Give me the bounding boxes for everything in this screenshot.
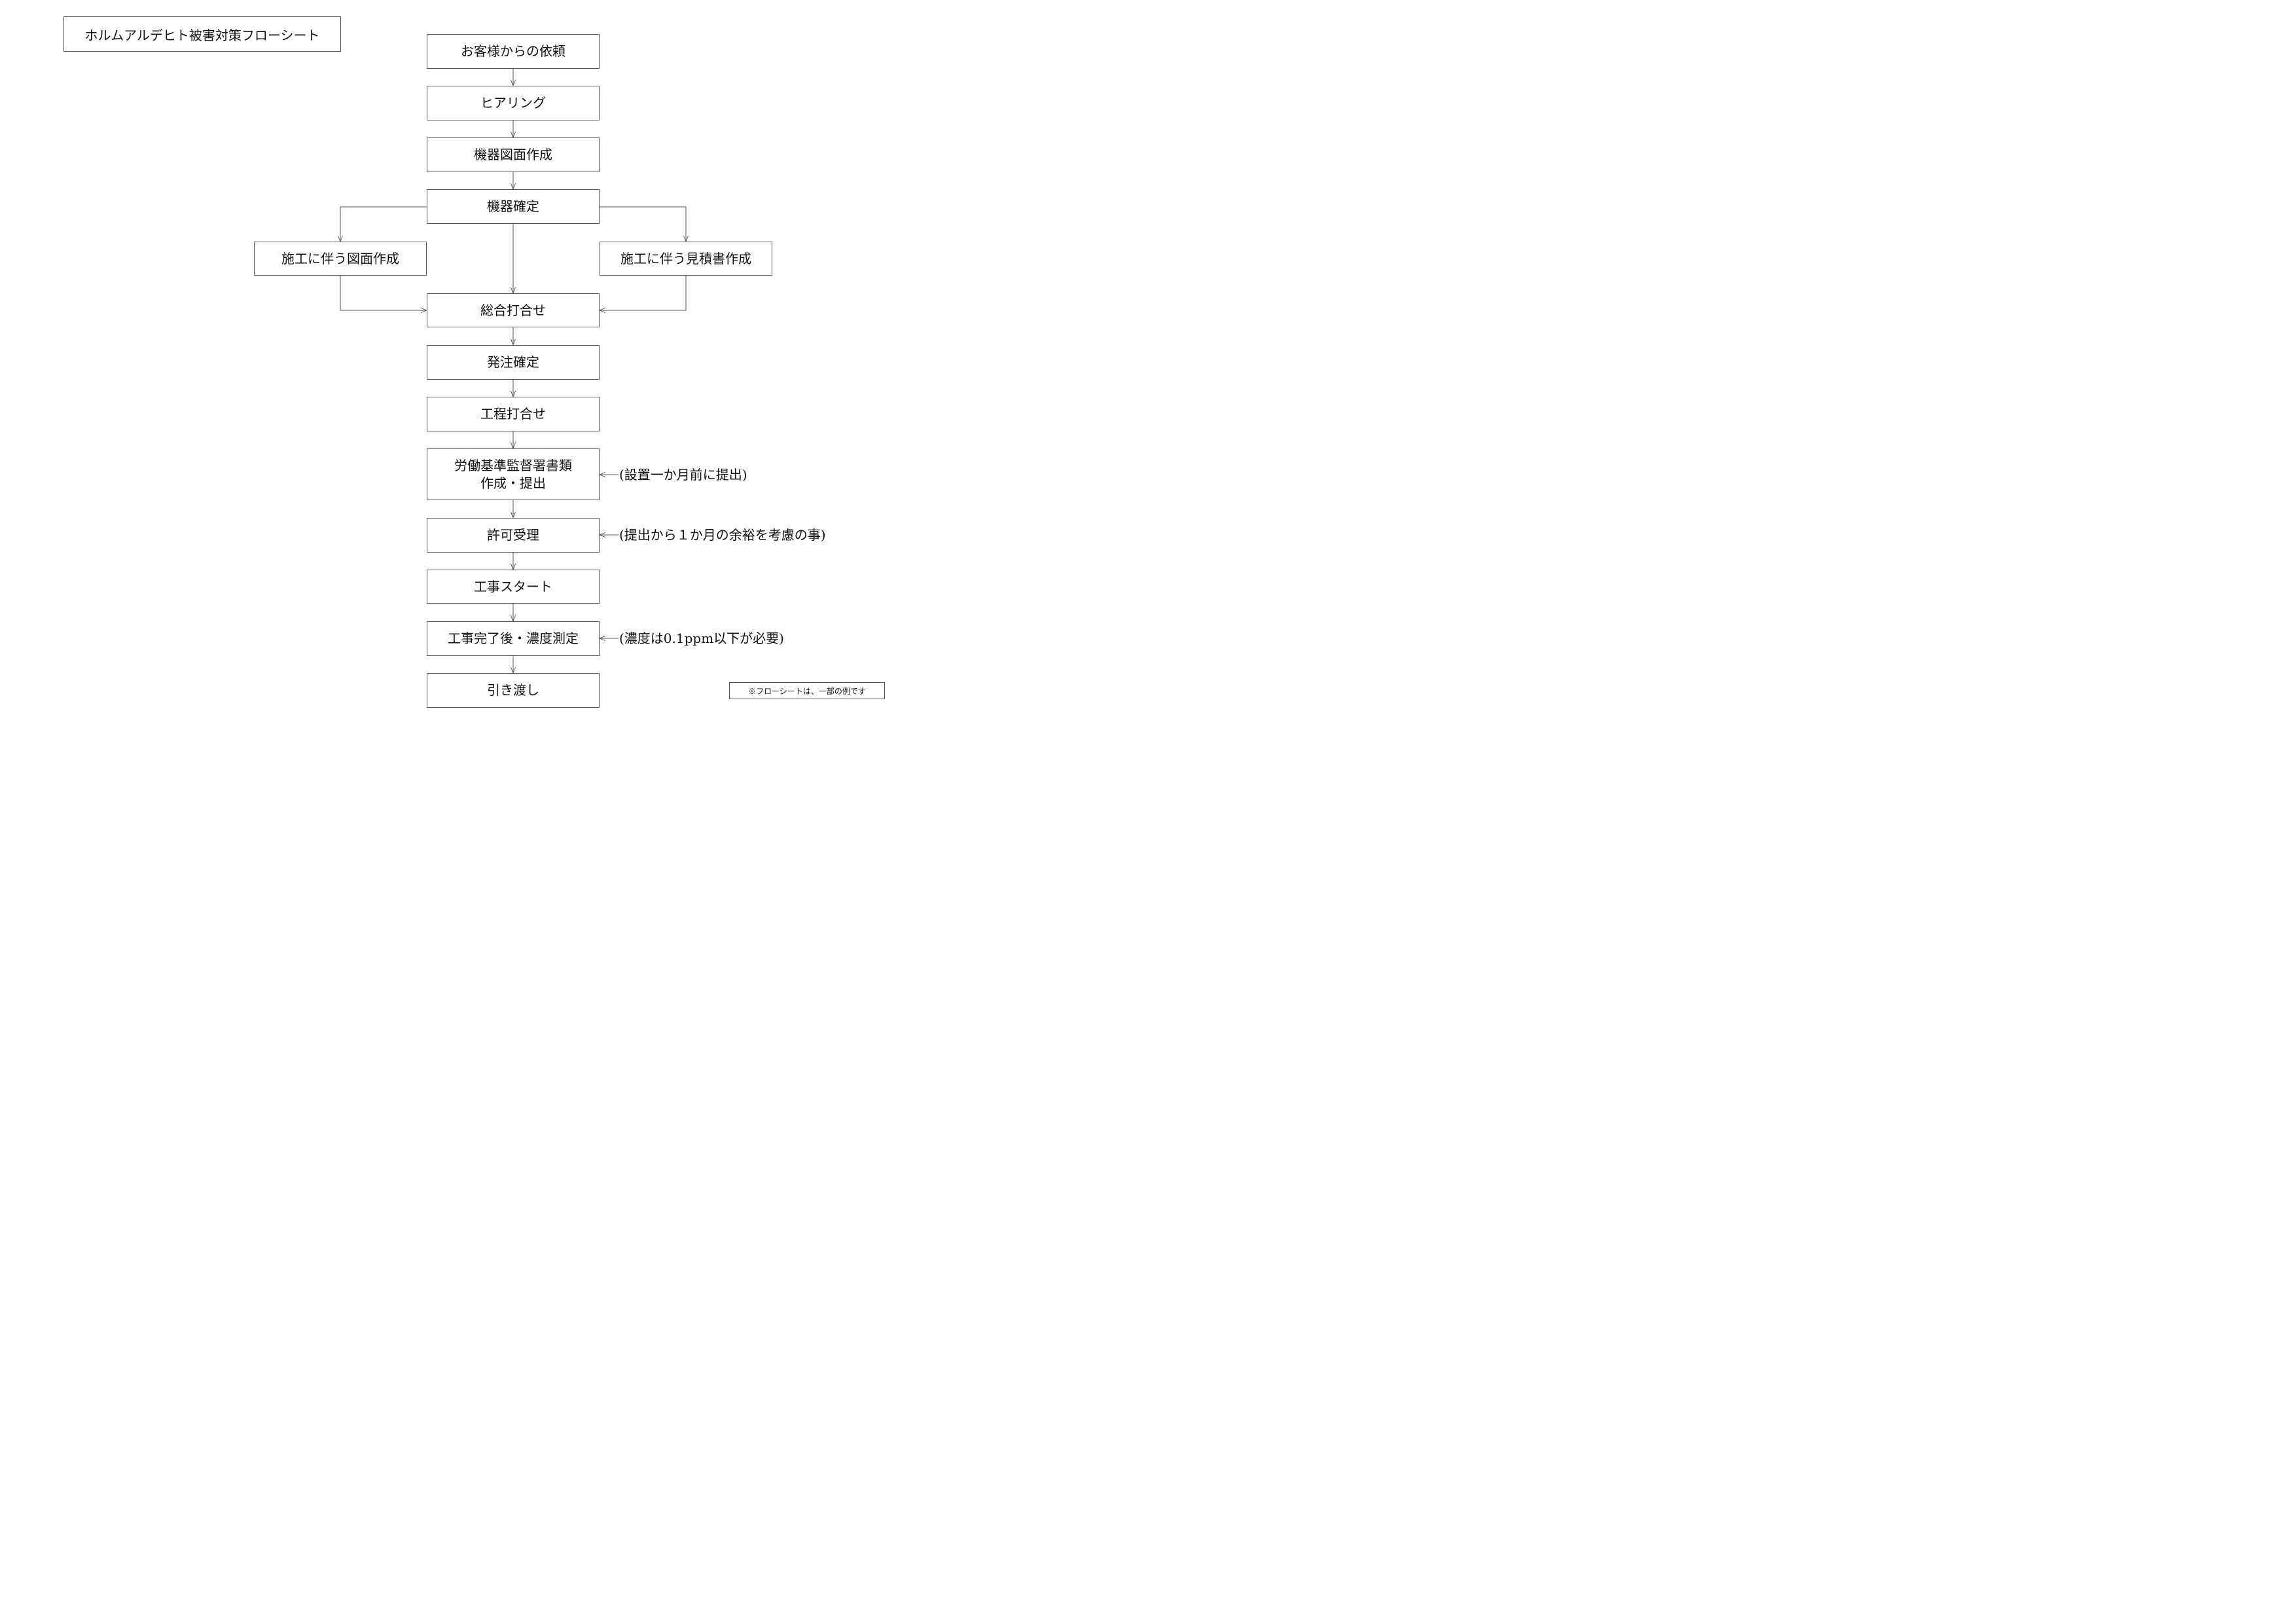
step-estimate: 施工に伴う見積書作成 <box>600 242 772 276</box>
step-equipment-confirm: 機器確定 <box>427 189 600 224</box>
step-general-meeting-label: 総合打合せ <box>480 302 546 318</box>
step-request: お客様からの依頼 <box>427 34 600 69</box>
step-construction-drawing: 施工に伴う図面作成 <box>254 242 427 276</box>
note-permit: (提出から１か月の余裕を考慮の事) <box>619 527 826 543</box>
step-process-meeting: 工程打合せ <box>427 397 600 431</box>
step-request-label: お客様からの依頼 <box>461 43 565 59</box>
footnote: ※フローシートは、一部の例です <box>729 682 885 699</box>
step-permit: 許可受理 <box>427 518 600 553</box>
step-order-confirm: 発注確定 <box>427 345 600 380</box>
step-order-confirm-label: 発注確定 <box>487 354 539 370</box>
flowsheet-title: ホルムアルデヒト被害対策フローシート <box>63 16 341 52</box>
arrow-confirm-to-construction-drawing <box>340 206 427 242</box>
step-equipment-drawing-label: 機器図面作成 <box>474 147 552 162</box>
step-hearing: ヒアリング <box>427 86 600 120</box>
step-handover: 引き渡し <box>427 673 600 708</box>
arrow-construction-drawing-to-meeting <box>340 276 427 310</box>
note-labor-docs: (設置一か月前に提出) <box>619 467 747 483</box>
arrow-confirm-to-estimate <box>600 206 686 242</box>
step-labor-docs: 労働基準監督署書類 作成・提出 <box>427 448 600 500</box>
step-measurement: 工事完了後・濃度測定 <box>427 621 600 656</box>
step-work-start-label: 工事スタート <box>474 578 552 594</box>
step-hearing-label: ヒアリング <box>480 95 546 111</box>
step-labor-docs-line1: 労働基準監督署書類 <box>454 457 572 473</box>
step-equipment-drawing: 機器図面作成 <box>427 137 600 172</box>
step-construction-drawing-label: 施工に伴う図面作成 <box>281 250 399 266</box>
step-estimate-label: 施工に伴う見積書作成 <box>620 250 751 266</box>
arrow-estimate-to-meeting <box>600 276 687 310</box>
note-measurement: (濃度は0.1ppm以下が必要) <box>619 630 784 646</box>
step-process-meeting-label: 工程打合せ <box>480 406 546 422</box>
step-labor-docs-line2: 作成・提出 <box>480 475 546 491</box>
step-work-start: 工事スタート <box>427 570 600 604</box>
step-measurement-label: 工事完了後・濃度測定 <box>448 630 579 646</box>
flow-connectors <box>0 69 1021 673</box>
step-equipment-confirm-label: 機器確定 <box>487 198 539 214</box>
footnote-text: ※フローシートは、一部の例です <box>748 686 866 696</box>
step-general-meeting: 総合打合せ <box>427 293 600 327</box>
flowsheet-title-text: ホルムアルデヒト被害対策フローシート <box>84 27 320 43</box>
step-handover-label: 引き渡し <box>487 682 539 698</box>
step-permit-label: 許可受理 <box>487 527 539 543</box>
